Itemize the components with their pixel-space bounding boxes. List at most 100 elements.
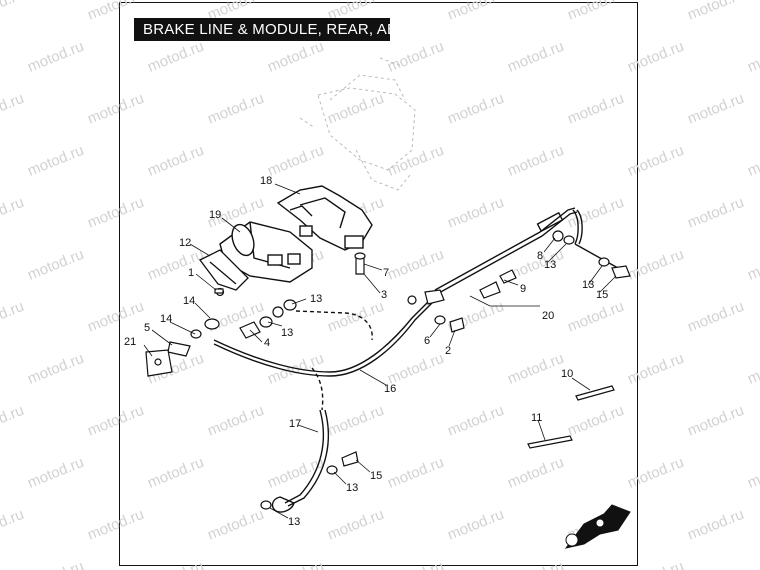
watermark-text: motod.ru	[445, 0, 506, 24]
watermark-text: motod.ru	[265, 38, 326, 76]
watermark-text: motod.ru	[85, 194, 146, 232]
watermark-text: motod.ru	[325, 298, 386, 336]
watermark-text: motod.ru	[565, 0, 626, 24]
callout-3: 3	[381, 289, 387, 301]
watermark-text: motod.ru	[685, 402, 746, 440]
watermark-text: motod.ru	[745, 454, 760, 492]
watermark-text: motod.ru	[325, 506, 386, 544]
watermark-text: motod.ru	[25, 454, 86, 492]
diagram-frame	[119, 2, 638, 566]
watermark-text: motod.ru	[685, 194, 746, 232]
callout-15: 15	[596, 289, 608, 301]
callout-4: 4	[264, 337, 270, 349]
callout-13: 13	[281, 327, 293, 339]
callout-21: 21	[124, 336, 136, 348]
leader-lines	[143, 183, 617, 519]
watermark-text: motod.ru	[85, 506, 146, 544]
frame-phantom	[299, 57, 416, 191]
abs-module-19	[219, 221, 313, 283]
callout-2: 2	[445, 345, 451, 357]
watermark-text: motod.ru	[145, 454, 206, 492]
watermark-text: motod.ru	[25, 558, 86, 570]
brake-line-16	[213, 299, 433, 377]
callout-10: 10	[561, 368, 573, 380]
watermark-text: motod.ru	[25, 350, 86, 388]
watermark-text: motod.ru	[745, 38, 760, 76]
watermark-text: motod.ru	[265, 558, 326, 570]
callout-11: 11	[531, 412, 542, 424]
watermark-text: motod.ru	[325, 402, 386, 440]
watermark-text: motod.ru	[205, 506, 266, 544]
watermark-text: motod.ru	[385, 454, 446, 492]
bracket-18	[276, 185, 373, 251]
small-parts	[145, 230, 631, 510]
watermark-text: motod.ru	[505, 558, 566, 570]
watermark-text: motod.ru	[265, 142, 326, 180]
callout-15: 15	[370, 470, 382, 482]
watermark-text: motod.ru	[205, 402, 266, 440]
watermark-text: motod.ru	[445, 506, 506, 544]
callout-19: 19	[209, 209, 221, 221]
callout-20: 20	[542, 310, 554, 322]
callout-1: 1	[188, 267, 194, 279]
callout-13: 13	[310, 293, 322, 305]
watermark-text: motod.ru	[505, 38, 566, 76]
watermark-text: motod.ru	[205, 90, 266, 128]
watermark-text: motod.ru	[565, 402, 626, 440]
brake-line-upper	[434, 207, 619, 295]
callout-8: 8	[537, 250, 543, 262]
watermark-text: motod.ru	[25, 142, 86, 180]
callout-14: 14	[183, 295, 195, 307]
watermark-text: motod.ru	[385, 558, 446, 570]
watermark-text: motod.ru	[505, 142, 566, 180]
watermark-text: motod.ru	[385, 246, 446, 284]
callout-18: 18	[260, 175, 272, 187]
watermark-text: motod.ru	[0, 402, 26, 440]
clips-10-11	[527, 385, 615, 449]
callout-12: 12	[179, 237, 191, 249]
callout-14: 14	[160, 313, 172, 325]
watermark-text: motod.ru	[445, 90, 506, 128]
watermark-text: motod.ru	[145, 142, 206, 180]
watermark-text: motod.ru	[745, 142, 760, 180]
watermark-text: motod.ru	[565, 298, 626, 336]
watermark-text: motod.ru	[0, 298, 26, 336]
callout-9: 9	[520, 283, 526, 295]
callout-17: 17	[289, 418, 301, 430]
watermark-text: motod.ru	[625, 558, 686, 570]
watermark-text: motod.ru	[625, 454, 686, 492]
watermark-text: motod.ru	[0, 506, 26, 544]
watermark-text: motod.ru	[25, 38, 86, 76]
watermark-text: motod.ru	[0, 194, 26, 232]
callout-16: 16	[384, 383, 396, 395]
watermark-text: motod.ru	[85, 402, 146, 440]
callouts: 18 19 12 1 14 13 7 3 13 4 14 5 21 8 13 1…	[124, 175, 608, 528]
watermark-text: motod.ru	[145, 558, 206, 570]
watermark-text: motod.ru	[685, 0, 746, 24]
front-direction-arrow-icon	[564, 504, 631, 549]
watermark-text: motod.ru	[85, 298, 146, 336]
watermark-text: motod.ru	[505, 350, 566, 388]
brake-line-17	[271, 367, 330, 513]
watermark-text: motod.ru	[145, 246, 206, 284]
watermark-text: motod.ru	[445, 194, 506, 232]
watermark-text: motod.ru	[385, 38, 446, 76]
watermark-text: motod.ru	[745, 350, 760, 388]
watermark-text: motod.ru	[625, 38, 686, 76]
callout-13: 13	[346, 482, 358, 494]
watermark-text: motod.ru	[625, 142, 686, 180]
callout-7: 7	[383, 267, 389, 279]
watermark-text: motod.ru	[0, 90, 26, 128]
diagram-title: BRAKE LINE & MODULE, REAR, ABS	[134, 18, 407, 41]
watermark-text: motod.ru	[565, 90, 626, 128]
watermark-text: motod.ru	[85, 90, 146, 128]
watermark-text: motod.ru	[445, 402, 506, 440]
watermark-text: motod.ru	[685, 506, 746, 544]
watermark-text: motod.ru	[265, 454, 326, 492]
watermark-text: motod.ru	[385, 142, 446, 180]
watermark-text: motod.ru	[325, 90, 386, 128]
watermark-text: motod.ru	[25, 246, 86, 284]
callout-6: 6	[424, 335, 430, 347]
